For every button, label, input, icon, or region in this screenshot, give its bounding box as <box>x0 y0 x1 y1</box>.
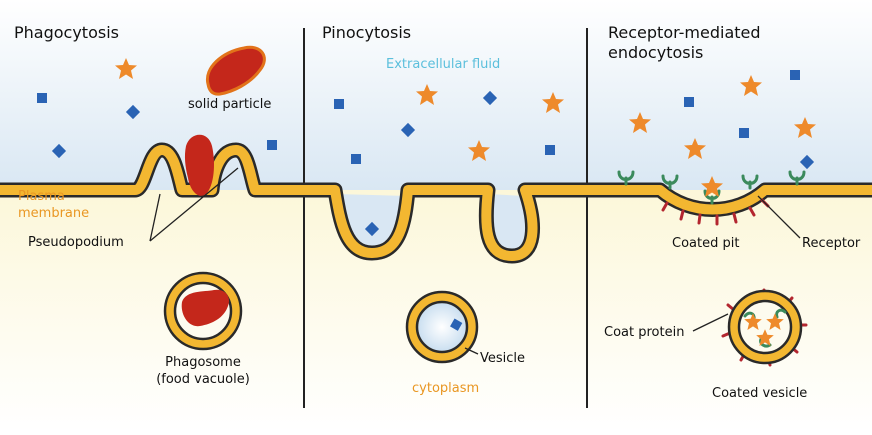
coat-spike <box>732 212 738 224</box>
pseudopodium-pointer <box>149 167 239 242</box>
square-molecule <box>799 154 815 170</box>
coat-spike <box>679 209 685 221</box>
receptor <box>661 174 679 190</box>
square-molecule <box>334 99 344 109</box>
receptor <box>741 174 759 190</box>
solid-particle-label: solid particle <box>188 97 271 112</box>
phagosome-label-line1: Phagosome <box>165 355 241 370</box>
square-molecule <box>684 97 694 107</box>
receptor-mediated-title-line2: endocytosis <box>608 43 703 62</box>
coated-pit-label: Coated pit <box>672 236 739 251</box>
pseudopodium-pointer <box>149 193 161 242</box>
vesicle-label: Vesicle <box>480 351 525 366</box>
receptor <box>703 189 721 205</box>
cytoplasm-label: cytoplasm <box>412 381 479 396</box>
square-molecule <box>364 221 380 237</box>
solid-particle <box>206 45 266 96</box>
coat-spike <box>661 201 669 212</box>
coated-vesicle-label: Coated vesicle <box>712 386 807 401</box>
extracellular-fluid-label: Extracellular fluid <box>386 57 500 72</box>
receptor <box>788 170 806 186</box>
receptor-pointer <box>757 195 801 239</box>
square-molecule <box>267 140 277 150</box>
vesicle-lumen <box>415 300 469 354</box>
receptor-label: Receptor <box>802 236 861 251</box>
square-molecule <box>790 70 800 80</box>
square-molecule <box>450 318 463 331</box>
phagosome-label-line2: (food vacuole) <box>156 372 250 387</box>
receptor-mediated-title-line1: Receptor-mediated <box>608 23 761 42</box>
vesicle-pointer <box>464 347 479 355</box>
square-molecule <box>37 93 47 103</box>
engulfed-particle <box>184 134 214 196</box>
square-molecule <box>482 90 498 106</box>
pseudopodium-label: Pseudopodium <box>28 235 124 250</box>
pinocytosis-title: Pinocytosis <box>322 23 411 42</box>
square-molecule <box>400 122 416 138</box>
square-molecule <box>739 128 749 138</box>
plasma-membrane-label-line1: Plasma <box>18 189 65 204</box>
receptor-group <box>617 170 806 205</box>
receptor <box>617 170 635 186</box>
digested-particle <box>181 289 230 327</box>
plasma-membrane-label-line2: membrane <box>18 206 89 221</box>
coat-protein-label: Coat protein <box>604 325 684 340</box>
plasma-membrane <box>0 145 872 261</box>
phagocytosis-title: Phagocytosis <box>14 23 119 42</box>
coat-protein-pointer <box>692 313 729 332</box>
coat-spike <box>697 213 702 225</box>
square-molecule <box>351 154 361 164</box>
coat-spike <box>748 206 756 217</box>
square-molecule <box>545 145 555 155</box>
